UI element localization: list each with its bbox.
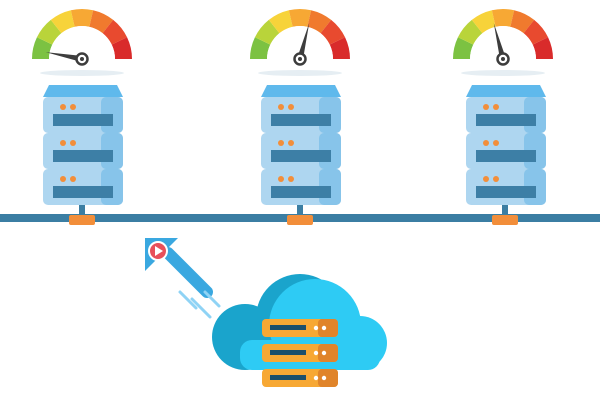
gauge-needle [45, 52, 83, 62]
gauge-shadow [258, 70, 342, 76]
gauge-band [288, 9, 312, 27]
gauge-needle [297, 23, 310, 60]
gauge-hub-dot [80, 57, 84, 61]
gauge-band [471, 10, 496, 34]
gauge-face [49, 26, 115, 59]
gauge-band [32, 37, 53, 59]
server-rack-icon [466, 85, 546, 205]
gauge-band [491, 9, 515, 27]
gauge-band [89, 10, 114, 34]
server-rack-icon [43, 85, 123, 205]
gauge-band [70, 8, 94, 27]
gauge-band [111, 37, 132, 59]
gauge-hub-dot [501, 57, 505, 61]
gauge-band [532, 37, 553, 59]
gauge-band [250, 37, 271, 59]
gauge-band [320, 19, 346, 45]
connector-left [69, 215, 95, 225]
gauge-face [470, 26, 536, 60]
gauge-needle [493, 23, 506, 60]
server-rack-icon [261, 85, 341, 205]
gauge-shadow [40, 70, 124, 76]
gauge-icon [32, 8, 132, 76]
gauge-band [453, 37, 474, 59]
server-rack-center [261, 85, 341, 225]
gauge-icon [250, 9, 350, 76]
connector-center [287, 215, 313, 225]
gauge-band [268, 10, 293, 34]
gauge-band [254, 19, 280, 45]
gauge-band [307, 10, 332, 34]
gauge-face [267, 26, 333, 59]
play-badge-icon [148, 241, 168, 261]
server-rack-left [43, 85, 123, 225]
gauge-band [36, 19, 62, 45]
gauge-band [50, 10, 75, 34]
gauge-band [523, 19, 549, 45]
gauge-band [329, 37, 350, 59]
gauge-shadow [461, 70, 545, 76]
gauge-band [102, 19, 128, 45]
server-rack-right [466, 85, 546, 225]
gauge-band [510, 10, 535, 34]
gauge-band [457, 19, 483, 45]
gauge-icon [453, 9, 553, 76]
cloud-server-icon [212, 274, 387, 387]
connector-right [492, 215, 518, 225]
gauge-hub-dot [298, 57, 302, 61]
